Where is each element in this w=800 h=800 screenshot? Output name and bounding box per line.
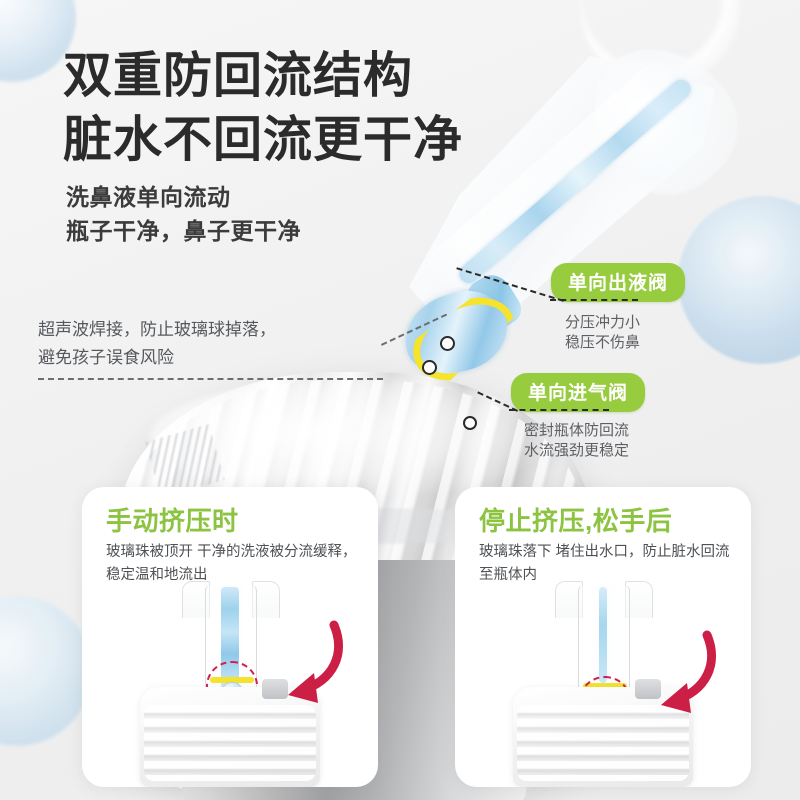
badge-one-way-air-inlet-valve: 单向进气阀: [511, 373, 646, 412]
callout-2-desc-line-1: 密封瓶体防回流: [524, 422, 630, 439]
badge-one-way-outlet-valve: 单向出液阀: [551, 263, 686, 302]
card-squeezing-heading: 手动挤压时: [106, 506, 239, 536]
card-squeezing-body: 玻璃珠被顶开 干净的洗液被分流缓释，稳定温和地流出: [106, 544, 357, 583]
callout-1-desc-line-1: 分压冲力小: [565, 314, 641, 331]
liquid-flow-stopped: [599, 587, 607, 683]
left-annotation-leader-line: [381, 313, 448, 346]
left-annotation-line-1: 超声波焊接，防止玻璃球掉落，: [38, 320, 276, 339]
water-droplet-icon: [678, 196, 800, 364]
headline-line-2: 脏水不回流更干净: [63, 113, 464, 167]
card-released-illustration: [455, 579, 751, 787]
water-bubble-bottom-icon: [0, 596, 92, 746]
subheadline-line-1: 洗鼻液单向流动: [66, 184, 231, 210]
nozzle-housing: [419, 55, 689, 298]
nozzle-tip: [563, 19, 763, 219]
card-squeezing: 手动挤压时 玻璃珠被顶开 干净的洗液被分流缓释，稳定温和地流出: [82, 487, 378, 787]
pointer-arrow-icon: [288, 620, 343, 703]
card-squeezing-illustration: [82, 579, 378, 787]
card-released-body: 玻璃珠落下 堵住出水口，防止脏水回流至瓶体内: [479, 544, 730, 583]
callout-1-desc-line-2: 稳压不伤鼻: [565, 334, 641, 351]
left-annotation-underline: [38, 378, 383, 380]
valve-detail: [395, 267, 529, 397]
callout-2-leader-dot: [463, 416, 477, 430]
headline-line-1: 双重防回流结构: [63, 49, 414, 103]
valve-marker-dot-inlet: [422, 360, 437, 375]
valve-body: [395, 281, 517, 385]
bottle-neck-ridges: [517, 705, 689, 781]
card-released: 停止挤压,松手后 玻璃珠落下 堵住出水口，防止脏水回流至瓶体内: [455, 487, 751, 787]
water-bubble-ring-icon: [580, 0, 740, 86]
card-released-heading: 停止挤压,松手后: [479, 506, 673, 536]
callout-2-leader-line: [509, 409, 609, 411]
callout-2-desc-line-2: 水流强劲更稳定: [524, 442, 630, 459]
callout-1-leader-line: [550, 299, 638, 301]
bottle-neck-nut: [635, 679, 661, 699]
valve-yellow-ring: [399, 281, 529, 397]
left-annotation-line-2: 避免孩子误食风险: [38, 348, 174, 367]
bottle-neck-nut: [262, 679, 288, 699]
callout-1-leader-line-diagonal: [456, 267, 564, 302]
pointer-arrow-icon: [661, 630, 716, 713]
bottle-neck-ridges: [144, 705, 316, 781]
valve-marker-dot-outlet: [440, 336, 455, 351]
subheadline-line-2: 瓶子干净，鼻子更干净: [66, 218, 301, 244]
